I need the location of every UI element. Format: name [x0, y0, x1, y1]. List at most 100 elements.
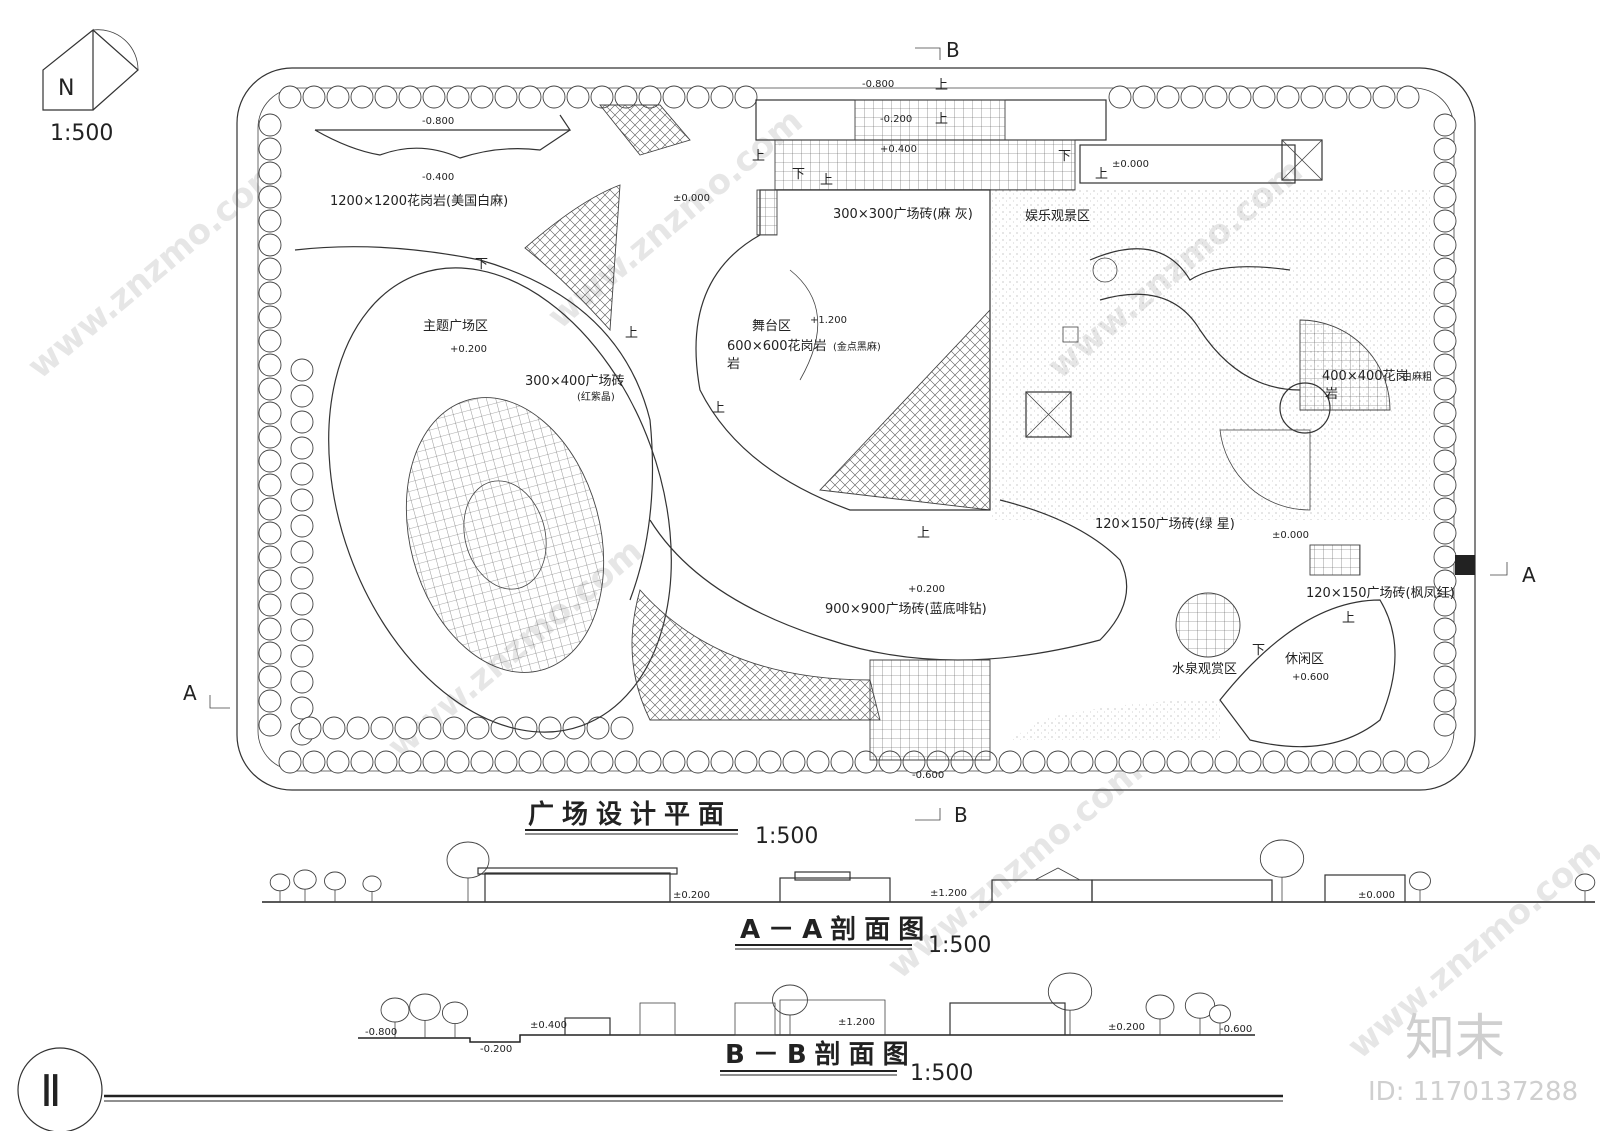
material-label: 120×150广场砖(枫凤红)	[1306, 585, 1455, 601]
tree-symbol	[466, 716, 490, 740]
tree-symbol	[1433, 665, 1457, 689]
north-label: N	[58, 76, 74, 101]
section-aa-scale: 1:500	[928, 933, 991, 958]
top-entrance	[755, 99, 1323, 191]
tree-symbol	[258, 689, 282, 713]
tree-symbol	[258, 641, 282, 665]
stair-up-label: 上	[625, 326, 638, 341]
tree-symbol	[442, 716, 466, 740]
tree-symbol	[290, 670, 314, 694]
tree-symbol	[1433, 425, 1457, 449]
north-arrow: N 1:500	[42, 28, 139, 146]
material-label: 白麻粗	[1402, 370, 1432, 383]
tree-symbol	[346, 716, 370, 740]
tree-symbol	[514, 716, 538, 740]
elevation-label: +0.200	[908, 584, 945, 595]
tree-symbol	[1433, 641, 1457, 665]
stair-down-label: 下	[1058, 149, 1071, 164]
section-mark-b: B	[946, 38, 960, 62]
tree-symbol	[1433, 545, 1457, 569]
plan-title: 广场设计平面	[528, 800, 732, 830]
stair-down-label: 下	[475, 257, 488, 272]
tree-canopy	[1145, 994, 1175, 1020]
tree-symbol	[258, 617, 282, 641]
tree-symbol	[1324, 85, 1348, 109]
tree-symbol	[830, 750, 854, 774]
tree-symbol	[258, 593, 282, 617]
tree-symbol	[258, 305, 282, 329]
tree-symbol	[1396, 85, 1420, 109]
section-bb-level: -0.200	[480, 1044, 512, 1055]
tree-symbol	[290, 644, 314, 668]
tree-symbol	[1433, 473, 1457, 497]
tree-symbol	[258, 449, 282, 473]
tree-symbol	[1433, 401, 1457, 425]
tree-symbol	[518, 85, 542, 109]
stair-up-label: 上	[820, 173, 833, 188]
tree-symbol	[394, 716, 418, 740]
tree-symbol	[1262, 750, 1286, 774]
tree-symbol	[1358, 750, 1382, 774]
tree-symbol	[1433, 449, 1457, 473]
material-label: (金点黑麻)	[833, 340, 881, 353]
tree-symbol	[374, 750, 398, 774]
section-bb-drawing: -0.800 -0.200 ±0.400 ±1.200 ±0.200 -0.60…	[358, 972, 1255, 1055]
tree-symbol	[422, 750, 446, 774]
plaza-paving	[869, 659, 991, 761]
winding-path	[649, 499, 1128, 661]
zone-label-fountain: 水泉观赏区	[1172, 661, 1237, 677]
tree-canopy	[362, 875, 382, 893]
elevation-label: +0.400	[880, 144, 917, 155]
site-boundary	[236, 67, 1476, 791]
tree-symbol	[1433, 161, 1457, 185]
tree-symbol	[806, 750, 830, 774]
tree-symbol	[1433, 377, 1457, 401]
section-aa-level: ±0.200	[673, 890, 710, 901]
tree-symbol	[290, 436, 314, 460]
tree-symbol	[1372, 85, 1396, 109]
zone-label-theme-plaza: 主题广场区	[423, 319, 488, 334]
tree-canopy	[1184, 992, 1216, 1019]
tree-canopy	[409, 993, 441, 1021]
tree-symbol	[686, 750, 710, 774]
tree-symbol	[398, 750, 422, 774]
tree-canopy	[380, 997, 410, 1023]
tree-symbol	[422, 85, 446, 109]
tree-symbol	[326, 85, 350, 109]
elevation-label: -0.800	[862, 79, 894, 90]
tree-symbol	[1204, 85, 1228, 109]
tree-symbol	[1433, 617, 1457, 641]
tree-symbol	[1300, 85, 1324, 109]
paving-wedge	[599, 104, 691, 156]
tree-symbol	[290, 618, 314, 642]
tree-symbol	[290, 488, 314, 512]
tree-symbol	[494, 85, 518, 109]
sheet-number: Ⅱ	[40, 1066, 62, 1117]
tree-symbol	[614, 750, 638, 774]
tree-symbol	[322, 716, 346, 740]
section-bb-level: ±0.200	[1108, 1022, 1145, 1033]
tree-symbol	[1286, 750, 1310, 774]
stair-down-label: 下	[792, 167, 805, 182]
stair-up-label: 上	[752, 149, 765, 164]
tree-symbol	[1190, 750, 1214, 774]
tree-symbol	[1094, 750, 1118, 774]
tree-symbol	[1433, 593, 1457, 617]
tree-symbol	[258, 569, 282, 593]
section-aa-level: ±0.000	[1358, 890, 1395, 901]
tree-symbol	[542, 85, 566, 109]
tree-symbol	[586, 716, 610, 740]
elevation-label: -0.600	[912, 770, 944, 781]
tree-symbol	[258, 377, 282, 401]
elevation-label: +0.200	[450, 344, 487, 355]
tree-symbol	[662, 750, 686, 774]
tree-canopy	[1574, 873, 1596, 892]
tree-symbol	[258, 329, 282, 353]
stair-down-label: 下	[1252, 643, 1265, 658]
watermark-id: ID: 1170137288	[1368, 1077, 1578, 1107]
tree-symbol	[258, 497, 282, 521]
tree-canopy	[1259, 839, 1305, 878]
tree-canopy	[446, 841, 490, 879]
tree-symbol	[1132, 85, 1156, 109]
tree-symbol	[1046, 750, 1070, 774]
